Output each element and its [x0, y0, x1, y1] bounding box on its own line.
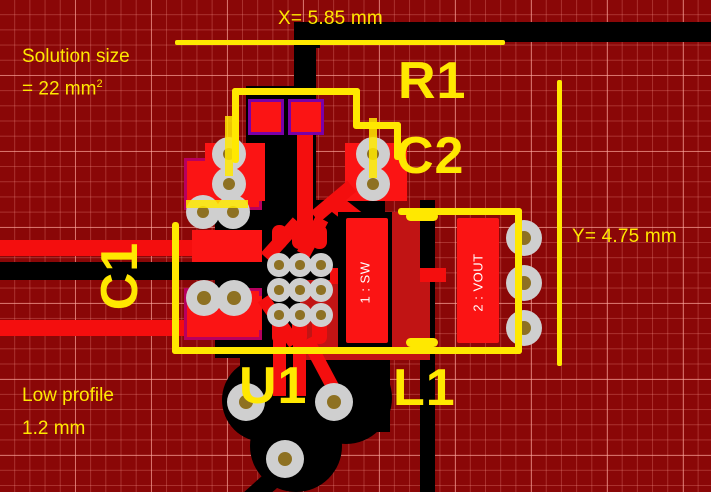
pin-label-sw: 1 : SW: [357, 261, 373, 304]
via-array-r0c1: [288, 253, 312, 277]
x-dimension-line: [175, 40, 505, 45]
silk-left-vertical: [172, 222, 179, 354]
solution-size-value: = 22 mm: [22, 78, 97, 100]
refdes-r1: R1: [398, 52, 467, 110]
solution-size-superscript: 2: [96, 78, 103, 90]
via-array-r0c2: [309, 253, 333, 277]
x-dimension-label: X= 5.85 mm: [278, 8, 383, 29]
r1-pad-left: [251, 102, 281, 132]
via-array-r2c2: [309, 303, 333, 327]
low-profile-note-line2: 1.2 mm: [22, 418, 86, 439]
via-u1-left: [227, 383, 265, 421]
silk-top-left-vertical: [232, 88, 239, 163]
via-array-r1c0: [267, 278, 291, 302]
via-array-r0c0: [267, 253, 291, 277]
refdes-c2: C2: [396, 127, 465, 185]
c1-inner-pad-top: [192, 230, 262, 262]
copper-band-top: [300, 22, 711, 42]
refdes-u1: U1: [239, 357, 308, 415]
silk-l1-dash-bottom: [406, 338, 438, 347]
via-right-3: [506, 310, 542, 346]
silk-top-horizontal: [232, 88, 360, 95]
silk-stub-left-lower: [186, 200, 248, 208]
via-right-1: [506, 220, 542, 256]
refdes-l1: L1: [393, 359, 456, 417]
copper-band-left: [0, 262, 250, 280]
silk-right-vertical-lower: [515, 208, 522, 354]
y-dimension-line: [557, 80, 562, 366]
silk-bottom-horizontal: [172, 347, 522, 354]
trace-left-upper: [0, 240, 200, 256]
l1-pad-1-sw: [346, 218, 388, 343]
solution-size-note-line2: = 22 mm2: [22, 78, 103, 100]
low-profile-note-line1: Low profile: [22, 385, 114, 406]
via-u1-right: [315, 383, 353, 421]
silk-stub-topright: [369, 118, 377, 178]
trace-left-lower: [0, 320, 200, 336]
l1-body-region: [392, 212, 420, 352]
silk-stub-topleft: [225, 116, 233, 176]
r1-pad-right: [291, 102, 321, 132]
silk-l1-dash-top: [406, 212, 438, 221]
l1-pad-2-vout: [457, 218, 499, 343]
silk-top-right-horizontal: [353, 122, 401, 129]
via-array-r2c0: [267, 303, 291, 327]
silk-right-drop: [394, 122, 401, 160]
via-array-r1c2: [309, 278, 333, 302]
solution-size-note-line1: Solution size: [22, 46, 130, 67]
via-array-r2c1: [288, 303, 312, 327]
y-dimension-label: Y= 4.75 mm: [572, 226, 677, 247]
silk-top-right-vertical: [353, 88, 360, 128]
silk-right-horizontal-upper: [398, 208, 522, 215]
via-array-r1c1: [288, 278, 312, 302]
via-u1-bottom: [266, 440, 304, 478]
pin-label-vout: 2 : VOUT: [470, 253, 486, 312]
refdes-c1: C1: [91, 241, 150, 311]
via-right-2: [506, 265, 542, 301]
copper-band-bottom-right: [420, 350, 435, 492]
via-left-lower-b: [216, 280, 252, 316]
